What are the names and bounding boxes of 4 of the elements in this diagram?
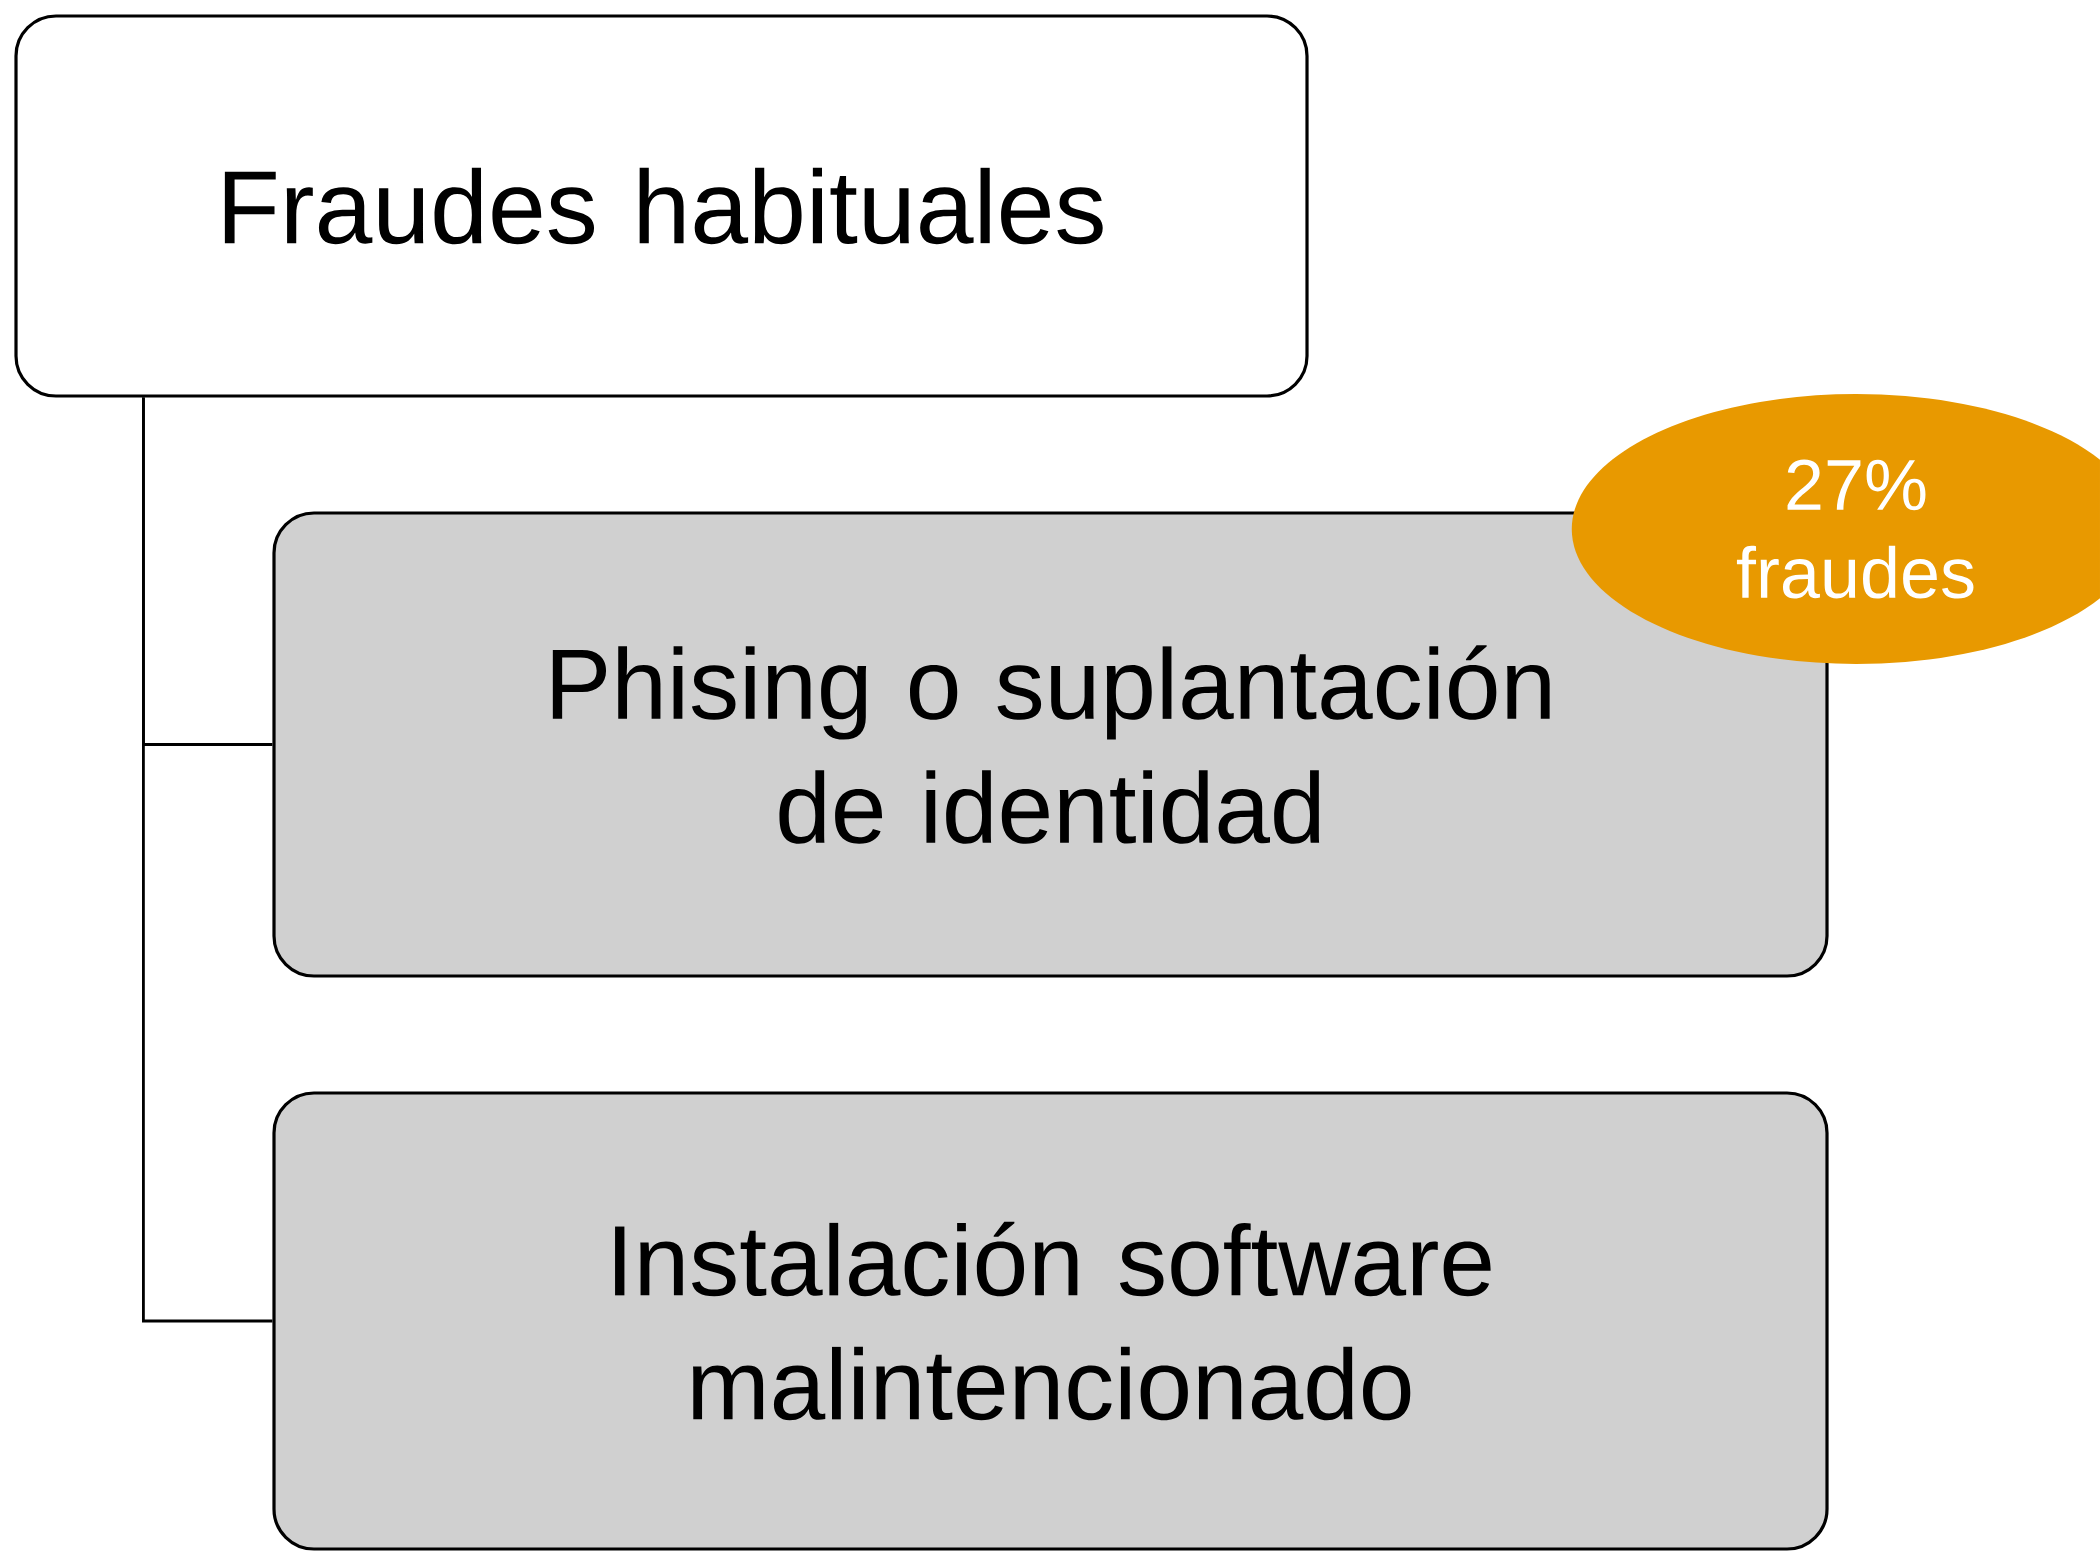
category-box: Instalación software malintencionado xyxy=(272,1091,1829,1551)
title-box: Fraudes habituales xyxy=(14,14,1309,398)
percentage-badge: 27% fraudes xyxy=(1571,394,2100,664)
connector-line xyxy=(142,397,273,1323)
